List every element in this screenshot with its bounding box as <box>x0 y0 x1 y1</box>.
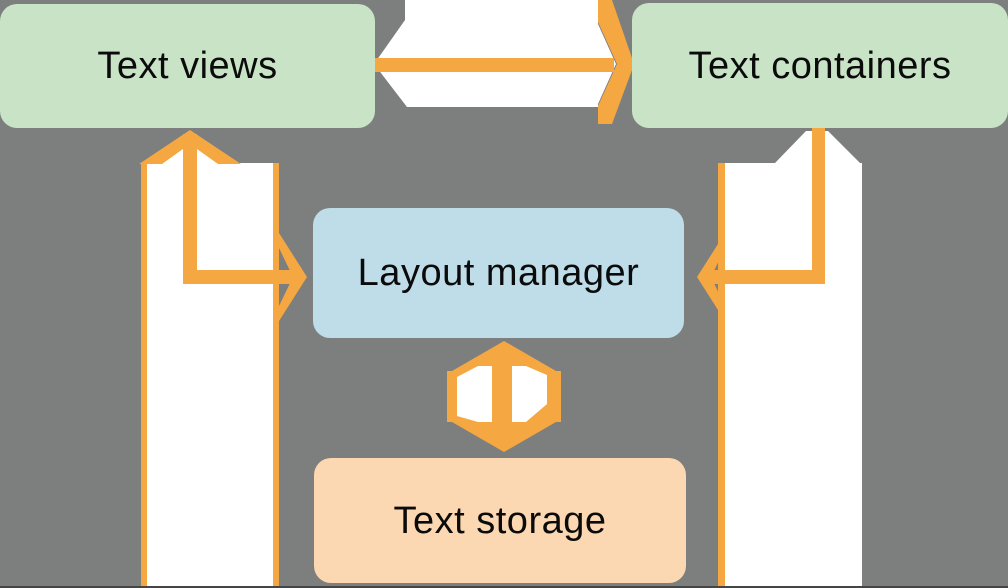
white-insert-left <box>457 366 492 422</box>
node-layout-manager-label: Layout manager <box>357 252 640 294</box>
white-chevron-hollow <box>162 149 183 164</box>
node-text-storage: Text storage <box>314 458 686 583</box>
orange-arrow-stem-horizontal <box>183 270 296 284</box>
orange-chevron-head-right-icon <box>598 0 632 124</box>
node-text-containers-label: Text containers <box>688 44 952 87</box>
node-text-views: Text views <box>0 4 375 128</box>
white-chevron-hollow <box>197 149 218 164</box>
arrow-text-containers-to-layout-manager <box>697 128 825 321</box>
column-orange-border <box>718 163 725 588</box>
orange-arrow-stem <box>375 58 614 72</box>
arrow-up-into-text-views <box>139 130 279 588</box>
node-text-containers: Text containers <box>632 3 1008 128</box>
arrow-up-into-text-containers <box>718 131 862 588</box>
bottom-crop-edge <box>0 586 1008 588</box>
node-text-views-label: Text views <box>97 45 278 87</box>
white-insert-right <box>512 366 547 422</box>
arrow-text-views-to-text-containers <box>374 0 632 124</box>
orange-arrow-stem-vertical <box>183 134 197 284</box>
arrow-layout-manager-text-storage-bidirectional <box>447 341 561 452</box>
node-layout-manager: Layout manager <box>313 208 684 338</box>
orange-arrow-stem-horizontal <box>708 270 825 284</box>
thick-white-column <box>147 163 273 588</box>
node-text-storage-label: Text storage <box>393 499 607 542</box>
orange-arrow-stem-vertical <box>812 128 825 284</box>
thick-white-column-with-peak <box>725 131 862 588</box>
orange-chevron-head-right-icon <box>279 233 307 321</box>
orange-chevron-head-left-icon <box>697 233 725 321</box>
arrow-text-views-to-layout-manager <box>183 134 307 321</box>
thick-white-arrow-body <box>374 0 598 107</box>
